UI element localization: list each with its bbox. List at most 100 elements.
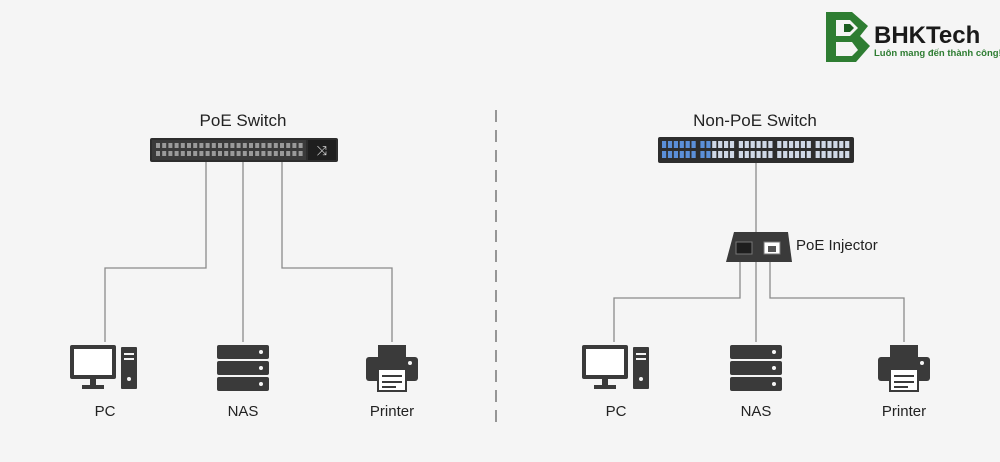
switch-port (218, 143, 222, 148)
switch-port (789, 151, 794, 158)
switch-port (230, 151, 235, 156)
switch-port (815, 141, 820, 148)
switch-port (845, 151, 850, 158)
switch-port (768, 151, 773, 158)
switch-port (718, 141, 723, 148)
switch-port (712, 141, 717, 148)
left-connections (104, 162, 393, 342)
switch-port (236, 143, 241, 148)
switch-port (667, 141, 673, 148)
switch-port (199, 143, 204, 148)
brand-logo: BHKTech Luôn mang đến thành công! (826, 12, 1000, 62)
right-printer-label: Printer (882, 403, 926, 420)
switch-port (679, 151, 684, 158)
switch-port (673, 151, 678, 158)
switch-port (827, 151, 832, 158)
switch-port (292, 151, 297, 156)
switch-port (744, 151, 749, 158)
switch-port (168, 143, 173, 148)
switch-port (261, 143, 266, 148)
switch-port (249, 151, 253, 156)
pc-icon (582, 345, 649, 389)
switch-port (267, 143, 272, 148)
switch-port (821, 151, 826, 158)
brand-name: BHKTech (874, 22, 980, 49)
switch-port (706, 151, 711, 158)
switch-port (691, 141, 696, 148)
switch-port (242, 151, 247, 156)
switch-port (700, 141, 705, 148)
switch-port (298, 151, 303, 156)
switch-port (777, 141, 782, 148)
right-connections (613, 262, 905, 342)
switch-port (839, 151, 844, 158)
switch-port (845, 141, 850, 148)
switch-port (794, 141, 800, 148)
switch-port (762, 151, 767, 158)
switch-port (750, 141, 755, 148)
switch-port (783, 151, 788, 158)
switch-port (180, 143, 185, 148)
left-printer: Printer (366, 345, 418, 420)
switch-port (230, 143, 235, 148)
right-nas: NAS (730, 345, 782, 420)
switch-port (762, 141, 767, 148)
switch-port (168, 151, 173, 156)
switch-port (224, 143, 229, 148)
switch-port (156, 143, 160, 148)
left-pc-label: PC (95, 403, 116, 420)
switch-port (180, 151, 185, 156)
switch-port (286, 143, 291, 148)
switch-port (839, 141, 844, 148)
switch-port (280, 151, 284, 156)
bhk-logo-icon (826, 12, 870, 62)
switch-port (756, 151, 761, 158)
switch-port (729, 151, 735, 158)
brand-tagline: Luôn mang đến thành công! (874, 48, 1000, 59)
switch-port (236, 151, 241, 156)
right-printer: Printer (878, 345, 930, 420)
switch-port (224, 151, 229, 156)
switch-port (667, 151, 673, 158)
switch-port (292, 143, 297, 148)
poe-injector-label: PoE Injector (796, 237, 878, 254)
switch-port (800, 141, 805, 148)
switch-port (768, 141, 773, 148)
poe-injector-icon (726, 232, 792, 262)
switch-port (712, 151, 717, 158)
switch-port (724, 141, 729, 148)
switch-port (691, 151, 696, 158)
switch-port (685, 141, 690, 148)
right-nas-label: NAS (741, 403, 772, 420)
switch-port (162, 151, 167, 156)
switch-port (750, 151, 755, 158)
switch-port (744, 141, 749, 148)
switch-port (187, 151, 191, 156)
switch-port (789, 141, 794, 148)
switch-port (821, 141, 826, 148)
printer-icon (878, 345, 930, 392)
nas-icon (217, 345, 269, 391)
switch-port (718, 151, 723, 158)
switch-port (218, 151, 222, 156)
switch-port (724, 151, 729, 158)
non-poe-switch-icon (658, 137, 854, 163)
switch-port (729, 141, 735, 148)
switch-port (255, 151, 260, 156)
switch-port (242, 143, 247, 148)
switch-port (738, 151, 743, 158)
switch-port (156, 151, 160, 156)
printer-icon (366, 345, 418, 392)
switch-port (174, 143, 179, 148)
switch-port (738, 141, 743, 148)
switch-port (193, 143, 198, 148)
switch-port (700, 151, 705, 158)
switch-port (286, 151, 291, 156)
switch-port (800, 151, 805, 158)
poe-switch-label: PoE Switch (200, 111, 287, 130)
right-pc-label: PC (606, 403, 627, 420)
right-pc: PC (582, 345, 649, 420)
left-printer-label: Printer (370, 403, 414, 420)
left-nas: NAS (217, 345, 269, 420)
